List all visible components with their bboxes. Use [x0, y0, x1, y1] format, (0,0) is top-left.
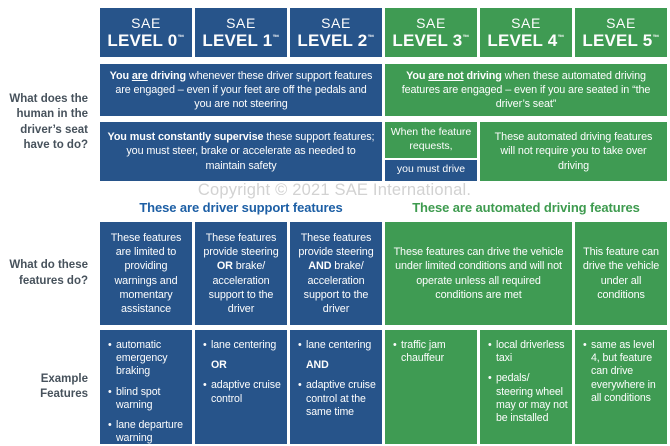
- copyright-notice: Copyright © 2021 SAE International.: [197, 180, 472, 199]
- trademark-symbol: ™: [557, 33, 565, 41]
- cell-when-feature-requests: When the feature requests,: [385, 122, 477, 158]
- header-sae-text: SAE: [131, 14, 161, 31]
- header-sae-level-0: SAE LEVEL 0™: [100, 8, 192, 57]
- cell-level5-examples: same as level 4, but feature can drive e…: [575, 330, 667, 444]
- cell-level5-description: This feature can drive the vehicle under…: [575, 222, 667, 325]
- cell-level4-examples: local driverless taxipedals/ steering wh…: [480, 330, 572, 444]
- trademark-symbol: ™: [272, 33, 280, 41]
- header-level-text: LEVEL 2™: [297, 30, 375, 50]
- side-label-features-do: What do these features do?: [9, 259, 88, 287]
- cell-level2-examples: lane centeringANDadaptive cruise control…: [290, 330, 382, 444]
- cell-level0-description: These features are limited to providing …: [100, 222, 192, 325]
- cell-constantly-supervise: You must constantly supervise these supp…: [100, 122, 382, 181]
- header-sae-level-5: SAE LEVEL 5™: [575, 8, 667, 57]
- cell-level3-examples: traffic jam chauffeur: [385, 330, 477, 444]
- header-sae-level-4: SAE LEVEL 4™: [480, 8, 572, 57]
- cell-you-are-driving: You are driving whenever these driver su…: [100, 64, 382, 116]
- trademark-symbol: ™: [462, 33, 470, 41]
- cell-level1-description: These features provide steering OR brake…: [195, 222, 287, 325]
- header-sae-text: SAE: [321, 14, 351, 31]
- cell-level34-description: These features can drive the vehicle und…: [385, 222, 572, 325]
- trademark-symbol: ™: [652, 33, 660, 41]
- header-level-text: LEVEL 4™: [487, 30, 565, 50]
- group-title-automated-driving: These are automated driving features: [412, 200, 640, 215]
- header-sae-text: SAE: [606, 14, 636, 31]
- cell-level2-description: These features provide steering AND brak…: [290, 222, 382, 325]
- cell-you-must-drive: you must drive: [385, 159, 477, 181]
- side-label-example-features: Example Features: [40, 372, 88, 400]
- header-level-text: LEVEL 5™: [582, 30, 660, 50]
- header-level-text: LEVEL 0™: [107, 30, 185, 50]
- cell-level1-examples: lane centeringORadaptive cruise control: [195, 330, 287, 444]
- side-label-human-role: What does the human in the driver’s seat…: [9, 93, 88, 151]
- cell-no-takeover-required: These automated driving features will no…: [480, 122, 667, 181]
- trademark-symbol: ™: [177, 33, 185, 41]
- header-level-text: LEVEL 1™: [202, 30, 280, 50]
- cell-level3-conditional-drive: When the feature requests, you must driv…: [385, 122, 477, 181]
- group-title-driver-support: These are driver support features: [139, 200, 343, 215]
- header-sae-level-1: SAE LEVEL 1™: [195, 8, 287, 57]
- cell-you-are-not-driving: You are not driving when these automated…: [385, 64, 667, 116]
- header-sae-text: SAE: [511, 14, 541, 31]
- header-sae-level-2: SAE LEVEL 2™: [290, 8, 382, 57]
- trademark-symbol: ™: [367, 33, 375, 41]
- header-level-text: LEVEL 3™: [392, 30, 470, 50]
- cell-level0-examples: automatic emergency brakingblind spot wa…: [100, 330, 192, 444]
- header-sae-text: SAE: [416, 14, 446, 31]
- header-sae-text: SAE: [226, 14, 256, 31]
- header-sae-level-3: SAE LEVEL 3™: [385, 8, 477, 57]
